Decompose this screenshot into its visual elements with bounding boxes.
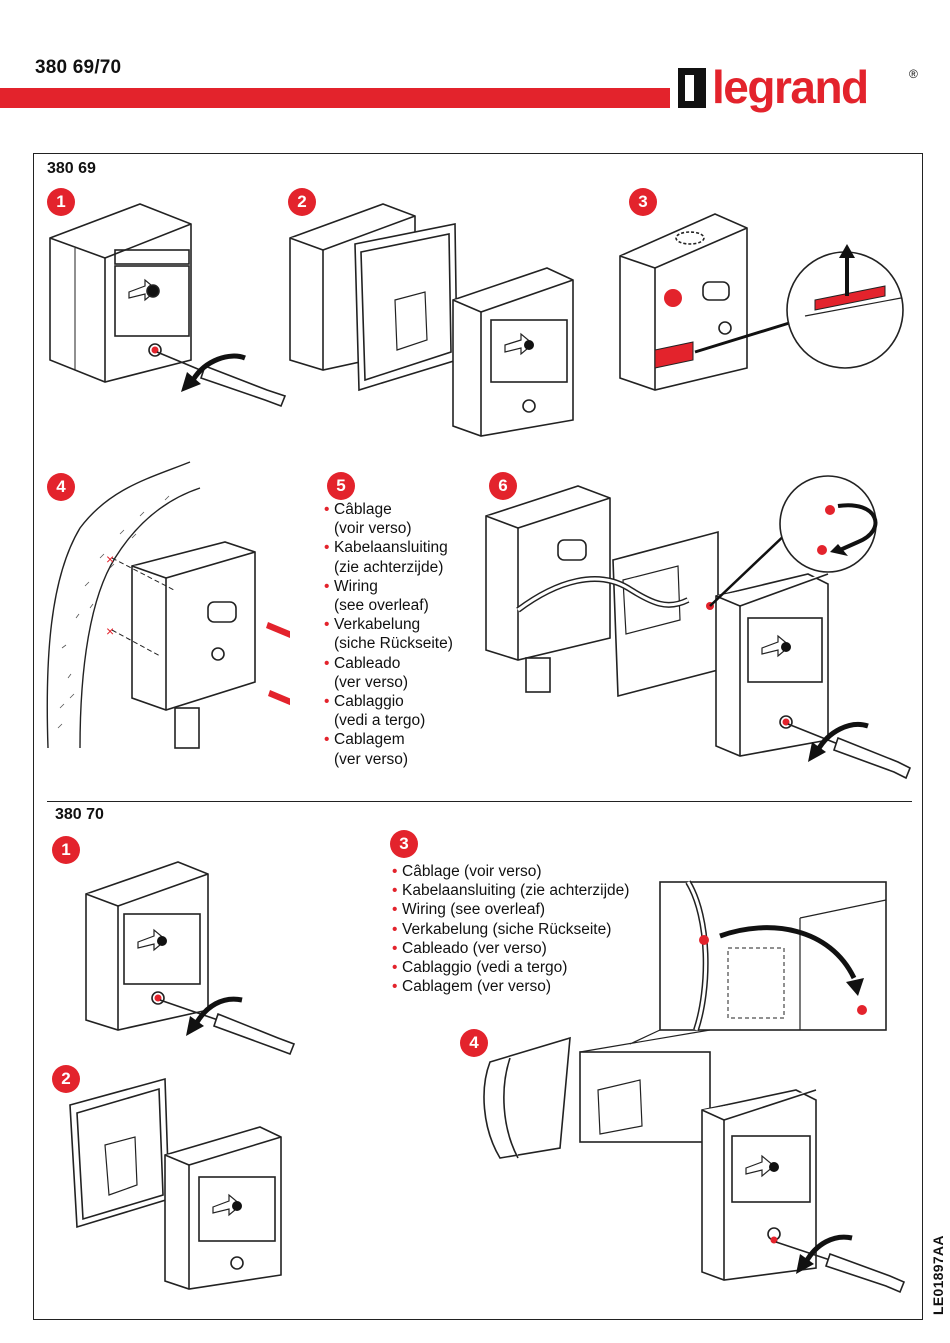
flush-box — [483, 1036, 571, 1159]
illustration-s1-step2 — [289, 203, 574, 437]
call-point-icon — [49, 203, 192, 383]
step-badge-2: 2 — [288, 188, 316, 216]
note-en-sub: (see overleaf) — [334, 597, 429, 615]
content-frame — [33, 153, 923, 1320]
wiring-notes-s2: Câblage (voir verso) Kabelaansluiting (z… — [392, 862, 629, 997]
note-de-sub: (siche Rückseite) — [334, 635, 453, 653]
note-es-sub: (ver verso) — [334, 673, 409, 691]
note-nl: Kabelaansluiting — [324, 538, 453, 557]
note-de: Verkabelung — [324, 615, 453, 634]
screw-icon — [151, 346, 159, 354]
note2-nl: Kabelaansluiting (zie achterzijde) — [392, 881, 629, 900]
note-nl-sub: (zie achterzijde) — [334, 558, 444, 576]
legrand-logo: legrand ® — [676, 56, 926, 126]
document-reference-code: LE01897AA — [930, 1235, 946, 1315]
step-badge-3: 3 — [629, 188, 657, 216]
note2-de: Verkabelung (siche Rückseite) — [392, 920, 629, 939]
step-badge-4: 4 — [47, 473, 75, 501]
section-title-38069: 380 69 — [47, 160, 96, 177]
illustration-s1-step6 — [485, 475, 912, 780]
note2-es: Cableado (ver verso) — [392, 939, 629, 958]
wiring-notes-s1: Câblage (voir verso) Kabelaansluiting (z… — [324, 500, 453, 769]
note-pt-sub: (ver verso) — [334, 750, 409, 768]
logo-mark-icon — [678, 68, 706, 108]
arrow-icon — [815, 722, 869, 752]
header-red-band — [0, 88, 670, 108]
step-badge-1: 1 — [47, 188, 75, 216]
note-en: Wiring — [324, 577, 453, 596]
note-fr-sub: (voir verso) — [334, 520, 412, 538]
note2-fr: Câblage (voir verso) — [392, 862, 629, 881]
note2-pt: Cablagem (ver verso) — [392, 977, 629, 996]
screwdriver-icon — [787, 723, 912, 780]
detail-box — [659, 881, 887, 1031]
note2-en: Wiring (see overleaf) — [392, 900, 629, 919]
note-it: Cablaggio — [324, 692, 453, 711]
screw-icon — [266, 622, 290, 706]
step-badge-s2-4: 4 — [460, 1029, 488, 1057]
arrow-icon — [190, 353, 246, 382]
screwdriver-icon — [775, 1241, 906, 1294]
screwdriver-icon — [156, 351, 287, 408]
section-divider — [47, 801, 912, 802]
screwdriver-icon — [159, 999, 296, 1056]
step-badge-6: 6 — [489, 472, 517, 500]
svg-text:×: × — [106, 623, 114, 639]
registered-mark: ® — [909, 67, 918, 81]
note-es: Cableado — [324, 654, 453, 673]
detail-zoom — [779, 475, 877, 573]
illustration-s2-step1 — [85, 861, 296, 1056]
note-fr: Câblage — [324, 500, 453, 519]
step-badge-s2-3: 3 — [390, 830, 418, 858]
note-pt: Cablagem — [324, 730, 453, 749]
arrow-icon — [193, 996, 243, 1026]
svg-text:×: × — [106, 551, 114, 567]
illustration-s1-step3 — [619, 213, 904, 391]
illustration-s1-step1 — [49, 203, 287, 408]
note2-it: Cablaggio (vedi a tergo) — [392, 958, 629, 977]
step-badge-s2-2: 2 — [52, 1065, 80, 1093]
document-code: 380 69/70 — [35, 57, 122, 78]
section-title-38070: 380 70 — [55, 806, 104, 823]
logo-wordmark: legrand — [712, 61, 868, 113]
illustration-s1-step4: × × — [46, 461, 290, 749]
step-badge-s2-1: 1 — [52, 836, 80, 864]
arrow-icon — [803, 1234, 853, 1264]
illustration-s2-step4 — [483, 880, 906, 1294]
note-it-sub: (vedi a tergo) — [334, 712, 426, 730]
illustration-s2-step2 — [69, 1077, 282, 1290]
step-badge-5: 5 — [327, 472, 355, 500]
